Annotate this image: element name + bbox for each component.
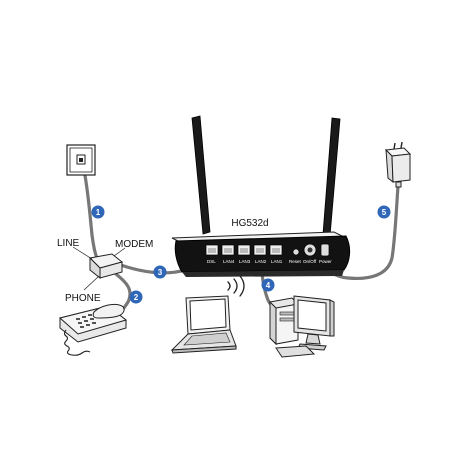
telephone-coiled-cord (63, 329, 91, 356)
onoff-label: On/Off (303, 259, 317, 264)
phone-label: PHONE (65, 293, 101, 304)
power-adapter (384, 141, 412, 188)
power-label: Power (319, 259, 332, 264)
power-port (320, 243, 330, 257)
port-label-lan4: LAN4 (223, 259, 235, 264)
line-label: LINE (57, 238, 80, 249)
svg-text:1: 1 (96, 208, 101, 217)
step-badge-3: 3 (153, 265, 167, 279)
step-badge-1: 1 (91, 205, 105, 219)
router: DSL LAN4 LAN3 LAN2 LAN1 Reset On/Off Pow… (171, 115, 351, 277)
splitter (88, 253, 124, 280)
antenna-right (322, 117, 341, 237)
desktop-pc (269, 295, 335, 358)
router-model-label: HG532d (231, 218, 268, 229)
port-label-lan2: LAN2 (255, 259, 267, 264)
svg-text:3: 3 (158, 268, 163, 277)
port-label-dsl: DSL (207, 259, 216, 264)
router-ports (205, 244, 283, 256)
svg-text:2: 2 (134, 293, 139, 302)
reset-button (292, 248, 300, 256)
telephone-keypad (76, 314, 96, 328)
antenna-left (191, 115, 211, 235)
router-port-labels: DSL LAN4 LAN3 LAN2 LAN1 (207, 259, 283, 264)
svg-text:5: 5 (382, 208, 387, 217)
svg-text:4: 4 (266, 281, 271, 290)
wall-jack (66, 144, 96, 176)
step-badge-4: 4 (261, 278, 275, 292)
pc-keyboard (275, 345, 316, 358)
port-label-lan1: LAN1 (271, 259, 283, 264)
reset-label: Reset (289, 259, 302, 264)
port-label-lan3: LAN3 (239, 259, 251, 264)
modem-label: MODEM (115, 239, 153, 250)
laptop-keyboard (183, 332, 231, 346)
laptop (170, 295, 237, 354)
step-badge-5: 5 (377, 205, 391, 219)
splitter-labels: LINE MODEM PHONE (57, 238, 153, 304)
step-badge-2: 2 (129, 290, 143, 304)
wireless-signal-icon (227, 275, 245, 297)
step-badges: 1 2 3 4 5 (91, 205, 391, 304)
telephone (58, 303, 128, 356)
